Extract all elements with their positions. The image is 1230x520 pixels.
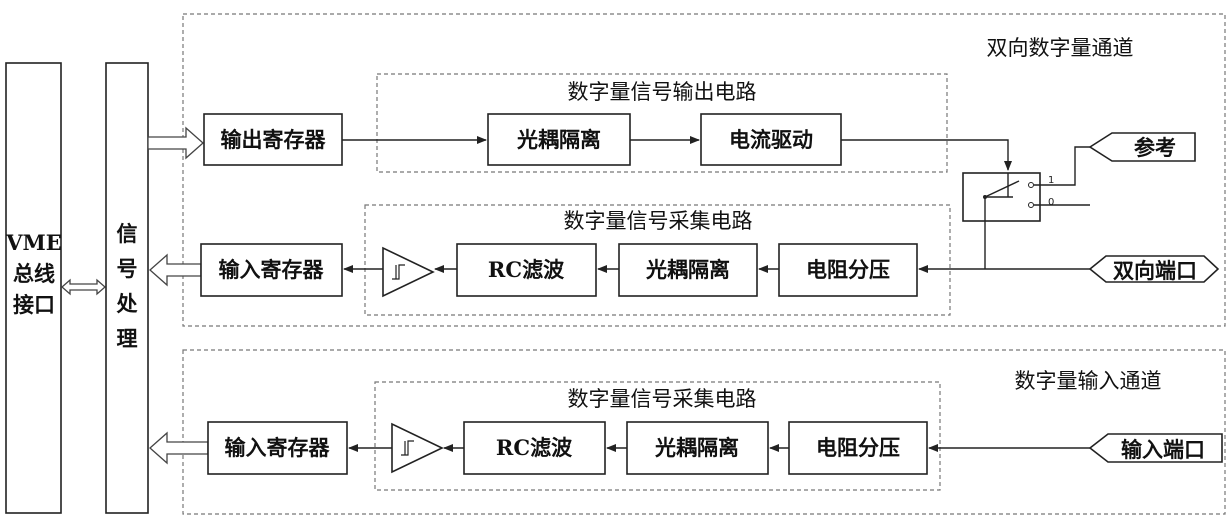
bidirectional-channel-frame xyxy=(182,13,1226,327)
vme-label-line2: 总线 xyxy=(13,261,55,286)
input-resistor-divider-label: 电阻分压 xyxy=(816,435,900,460)
wire-drive-to-switch xyxy=(841,139,1012,171)
acquisition-circuit-group xyxy=(364,204,951,316)
input-channel-title: 数字量输入通道 xyxy=(1015,369,1162,393)
reference-tag xyxy=(1088,132,1196,162)
signal-processing-char2: 号 xyxy=(117,256,138,281)
output-register-hollow-arrow xyxy=(147,126,204,160)
output-register-label: 输出寄存器 xyxy=(221,127,327,152)
bidir-rc-filter-label: RC滤波 xyxy=(488,257,565,282)
vme-label-line1: VME xyxy=(5,230,62,255)
wire-switch-to-reference xyxy=(1034,146,1090,186)
bidir-opto-isolation-input-label: 光耦隔离 xyxy=(645,257,730,282)
reference-tag-label: 参考 xyxy=(1134,135,1176,160)
signal-processing-block xyxy=(105,62,149,514)
bidirectional-channel-title: 双向数字量通道 xyxy=(987,36,1134,60)
input-rc-filter-block xyxy=(463,421,606,475)
input-port-tag xyxy=(1088,433,1223,463)
switch-terminal-1 xyxy=(1028,182,1034,188)
switch-label-1: 1 xyxy=(1048,175,1054,186)
signal-processing-char4: 理 xyxy=(117,326,138,351)
bidir-input-register-label: 输入寄存器 xyxy=(219,257,325,282)
bidir-schmitt-trigger-buffer xyxy=(382,246,435,298)
bidirectional-port-tag xyxy=(1088,255,1220,283)
switch-label-0: 0 xyxy=(1048,197,1054,208)
input-register-block xyxy=(207,421,348,475)
input-opto-isolation-label: 光耦隔离 xyxy=(654,435,739,460)
input-channel-frame xyxy=(182,349,1226,515)
vme-label-line3: 接口 xyxy=(13,292,55,317)
bidir-resistor-divider-label: 电阻分压 xyxy=(806,257,890,282)
bidir-resistor-divider-block xyxy=(778,243,918,297)
input-acquisition-circuit-group xyxy=(374,381,941,491)
vme-signal-bidirectional-arrow xyxy=(61,278,106,296)
output-register-block xyxy=(203,113,343,166)
input-port-label: 输入端口 xyxy=(1121,437,1205,462)
input-acquisition-circuit-title: 数字量信号采集电路 xyxy=(568,387,757,411)
signal-processing-char3: 处 xyxy=(116,291,138,316)
input-schmitt-trigger-buffer xyxy=(391,422,444,474)
output-circuit-group xyxy=(376,73,948,173)
output-circuit-title: 数字量信号输出电路 xyxy=(568,80,757,104)
switch-terminal-0 xyxy=(1028,202,1034,208)
bidir-rc-filter-block xyxy=(456,243,597,297)
switch-contact xyxy=(984,180,1020,198)
input-register-hollow-arrow xyxy=(149,431,209,465)
acquisition-circuit-title: 数字量信号采集电路 xyxy=(564,209,753,233)
opto-isolation-output-block xyxy=(487,113,631,166)
input-rc-filter-label: RC滤波 xyxy=(496,435,573,460)
signal-processing-char1: 信 xyxy=(117,221,138,246)
bidir-opto-isolation-input-block xyxy=(618,243,758,297)
bidir-input-register-block xyxy=(200,243,343,297)
vme-bus-interface-block xyxy=(5,62,62,514)
opto-isolation-output-label: 光耦隔离 xyxy=(516,127,601,152)
bidir-input-register-hollow-arrow xyxy=(149,253,202,287)
input-register-label: 输入寄存器 xyxy=(225,435,331,460)
current-drive-label: 电流驱动 xyxy=(729,127,813,152)
bidirectional-port-label: 双向端口 xyxy=(1113,258,1197,283)
